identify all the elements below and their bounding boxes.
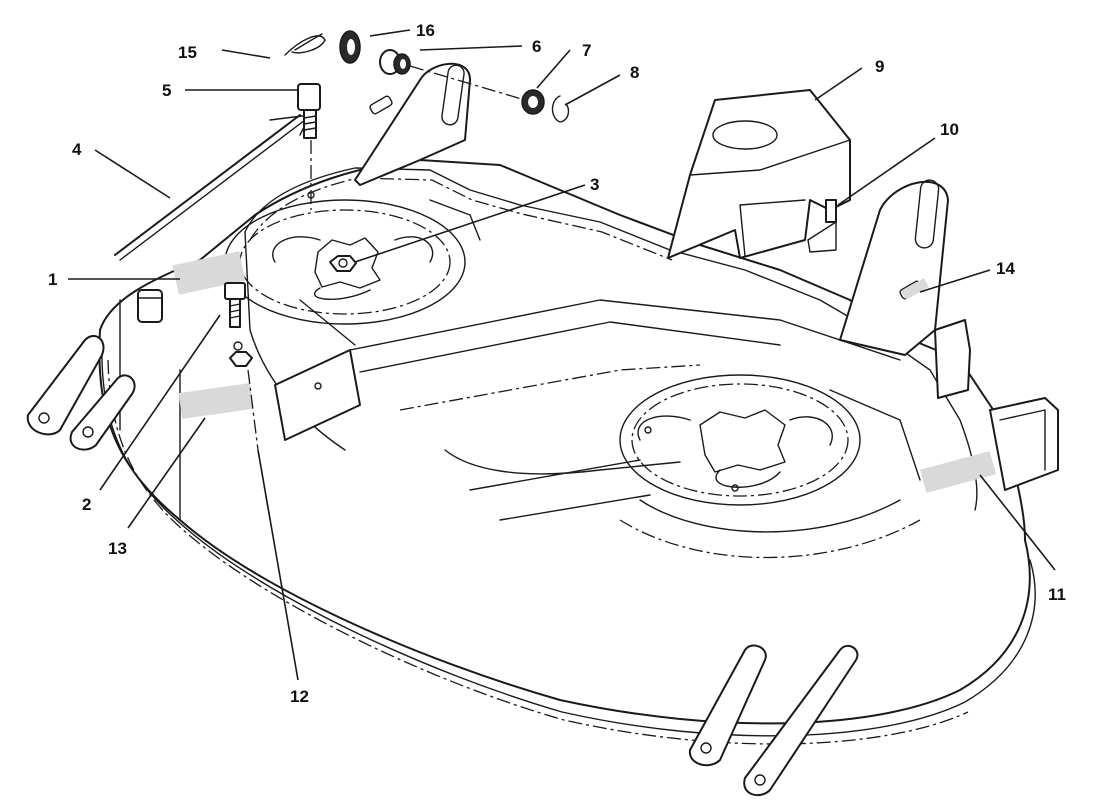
callout-label-8: 8 [630,63,639,82]
callout-label-12: 12 [290,687,309,706]
left-hanger-bracket [354,62,471,186]
callout-label-9: 9 [875,57,884,76]
washer [521,89,545,115]
callout-label-5: 5 [162,81,171,100]
cap-nut [137,289,163,323]
front-gauge-wheel-brackets [688,644,859,797]
rear-deck-tubes [934,319,1059,491]
callout-label-2: 2 [82,495,91,514]
adjustment-rod [114,114,311,261]
belt-shield [667,89,851,259]
front-baffle-plate [274,349,361,441]
hairpin-clip [284,33,326,56]
callout-label-7: 7 [582,41,591,60]
leader-lines [68,29,1056,681]
right-hanger-bracket [839,179,949,356]
left-spindle-pulley-area [224,199,466,325]
callout-label-6: 6 [532,37,541,56]
right-spindle-pulley-area [619,374,861,506]
retaining-clip [551,95,570,123]
height-adjust-pin [297,83,321,210]
spindle-nut [329,255,357,272]
callout-label-14: 14 [996,259,1015,278]
shield-bolt [807,199,837,253]
callout-label-16: 16 [416,21,435,40]
bushing [379,49,526,101]
left-front-brackets [26,335,136,451]
decal-14 [901,278,929,300]
callout-label-13: 13 [108,539,127,558]
callout-label-11: 11 [1048,585,1066,604]
callout-label-3: 3 [590,175,599,194]
callout-label-4: 4 [72,140,82,159]
decal-11 [920,451,996,493]
callout-label-15: 15 [178,43,197,62]
seal [339,30,361,64]
callout-label-1: 1 [48,270,57,289]
callout-label-10: 10 [940,120,959,139]
decal-13 [178,383,254,419]
